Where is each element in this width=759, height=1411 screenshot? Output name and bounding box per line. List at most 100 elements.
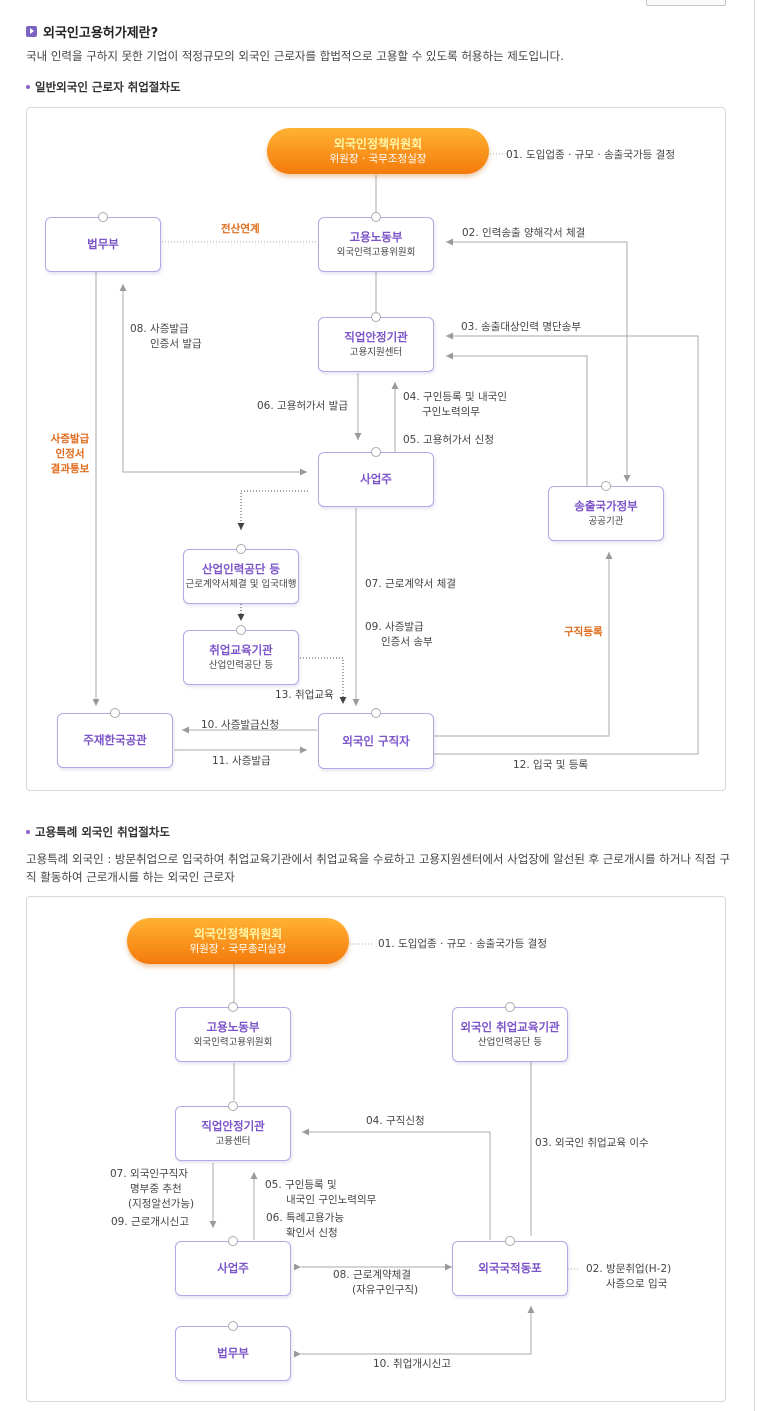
connector-dot — [236, 544, 246, 554]
s2-step-08-label-2: (자유구인구직) — [352, 1284, 419, 1296]
page-title-text: 외국인고용허가제란? — [43, 25, 159, 41]
s2-step-05-label-2: 내국인 구인노력의무 — [286, 1194, 377, 1206]
node-label: 고용노동부 — [206, 1020, 260, 1034]
step-06-label: 06. 고용허가서 발급 — [257, 400, 348, 412]
node-label: 법무부 — [87, 237, 119, 251]
node-label: 직업안정기관 — [201, 1119, 265, 1133]
step-08-label-1: 08. 사증발급 — [130, 323, 189, 335]
page-title: 외국인고용허가제란? — [26, 22, 159, 41]
s2-step-10-label: 10. 취업개시신고 — [373, 1358, 451, 1370]
node-label: 사업주 — [360, 472, 392, 486]
connector-dot — [371, 312, 381, 322]
s2-step-06-label-1: 06. 특례고용가능 — [266, 1212, 344, 1224]
step-01-label: 01. 도입업종 · 규모 · 송출국가등 결정 — [506, 149, 675, 161]
connector-dot — [505, 1002, 515, 1012]
node2-employer: 사업주 — [175, 1236, 291, 1296]
node-training-institute: 취업교육기관 산업인력공단 등 — [183, 625, 299, 685]
committee-sub: 위원장 · 국무총리실장 — [189, 943, 287, 955]
connector-dot — [505, 1236, 515, 1246]
node-sublabel: 외국인력고용위원회 — [193, 1037, 273, 1048]
arrow-s04-job-apply — [302, 1128, 491, 1240]
section1-heading-text: 일반외국인 근로자 취업절차도 — [35, 80, 181, 94]
section2-heading: 고용특례 외국인 취업절차도 — [26, 824, 170, 840]
step-05-label: 05. 고용허가서 신청 — [403, 434, 494, 446]
s2-step-02-label-1: 02. 방문취업(H-2) — [586, 1263, 672, 1275]
intro-text: 국내 인력을 구하지 못한 기업이 적정규모의 외국인 근로자를 합법적으로 고… — [26, 49, 564, 63]
arrow-job-registration — [434, 552, 613, 737]
node-sublabel: 공공기관 — [588, 516, 624, 527]
node-label: 직업안정기관 — [344, 330, 408, 344]
step-08-label-2: 인증서 발급 — [150, 338, 202, 350]
connector-dot — [371, 708, 381, 718]
node-label: 취업교육기관 — [209, 643, 273, 657]
step-02-label: 02. 인력송출 양해각서 체결 — [462, 227, 586, 239]
section1-heading: 일반외국인 근로자 취업절차도 — [26, 79, 181, 95]
node-employer: 사업주 — [318, 447, 434, 507]
node-foreign-jobseeker: 외국인 구직자 — [318, 708, 434, 769]
s2-step-07-label-1: 07. 외국인구직자 — [110, 1168, 188, 1180]
committee-title: 외국인정책위원회 — [193, 927, 283, 941]
node2-employment-center: 직업안정기관 고용센터 — [175, 1101, 291, 1161]
arrow-employer-to-hrd — [237, 490, 308, 530]
s2-step-04-label: 04. 구직신청 — [366, 1115, 425, 1127]
connector-dot — [228, 1101, 238, 1111]
arrow-s08-visa-cert — [119, 284, 307, 473]
node-label: 법무부 — [217, 1346, 249, 1360]
step-11-label: 11. 사증발급 — [212, 755, 271, 767]
arrow-box-icon — [26, 25, 37, 37]
arrow-s13-training — [300, 657, 347, 704]
connector-dot — [371, 212, 381, 222]
node2-justice-ministry: 법무부 — [175, 1321, 291, 1381]
node-label: 외국인 취업교육기관 — [460, 1020, 560, 1034]
visa-result-label-1: 사증발급 — [50, 433, 90, 445]
step-09-label-1: 09. 사증발급 — [365, 621, 424, 633]
bullet-icon — [26, 830, 30, 834]
section2-heading-text: 고용특례 외국인 취업절차도 — [35, 825, 170, 839]
step-03-label: 03. 송출대상인력 명단송부 — [461, 321, 581, 333]
step-09-label-2: 인증서 송부 — [381, 636, 433, 648]
step-10-label: 10. 사증발급신청 — [201, 719, 279, 731]
node-korean-embassy: 주재한국공관 — [57, 708, 173, 768]
s2-step-07-label-3: (지정알선가능) — [128, 1198, 195, 1210]
connector-dot — [228, 1321, 238, 1331]
section2-committee-node: 외국인정책위원회 위원장 · 국무총리실장 — [127, 918, 349, 964]
node-label: 외국인 구직자 — [342, 733, 410, 748]
node2-training-institute: 외국인 취업교육기관 산업인력공단 등 — [452, 1002, 568, 1062]
s2-step-09-label: 09. 근로개시신고 — [111, 1216, 189, 1228]
node-label: 주재한국공관 — [83, 733, 147, 747]
connector-dot — [228, 1236, 238, 1246]
node-sublabel: 고용센터 — [215, 1136, 251, 1147]
node-label: 송출국가정부 — [574, 499, 638, 513]
node-justice-ministry: 법무부 — [45, 212, 161, 272]
section2-description: 고용특례 외국인 : 방문취업으로 입국하여 취업교육기관에서 취업교육을 수료… — [26, 852, 731, 884]
connector-dot — [601, 481, 611, 491]
s2-step-08-label-1: 08. 근로계약체결 — [333, 1269, 411, 1281]
top-button[interactable] — [646, 0, 726, 6]
arrow-s10-work-report — [294, 1306, 535, 1358]
committee-sub: 위원장 · 국무조정실장 — [329, 153, 427, 165]
link-label: 전산연계 — [221, 223, 260, 235]
s2-step-02-label-2: 사증으로 입국 — [606, 1278, 668, 1290]
page-divider-line — [754, 0, 755, 1411]
committee-title: 외국인정책위원회 — [333, 137, 423, 151]
node-sending-government: 송출국가정부 공공기관 — [548, 481, 664, 541]
node-label: 외국국적동포 — [478, 1261, 542, 1275]
s2-step-01-label: 01. 도입업종 · 규모 · 송출국가등 결정 — [378, 938, 547, 950]
node-label: 사업주 — [217, 1261, 249, 1275]
s2-step-06-label-2: 확인서 신청 — [286, 1227, 338, 1239]
node-label: 고용노동부 — [349, 230, 403, 244]
node-sublabel: 산업인력공단 등 — [208, 660, 274, 671]
bullet-icon — [26, 85, 30, 89]
arrow-sending-to-center — [446, 352, 588, 486]
job-registration-label: 구직등록 — [564, 626, 603, 638]
connector-dot — [371, 447, 381, 457]
node-label: 산업인력공단 등 — [201, 562, 281, 576]
visa-result-label-2: 인정서 — [55, 448, 85, 460]
connector-dot — [228, 1002, 238, 1012]
connector-dot — [110, 708, 120, 718]
node-labor-ministry: 고용노동부 외국인력고용위원회 — [318, 212, 434, 272]
visa-result-label-3: 결과통보 — [50, 463, 90, 475]
node-hrd-korea: 산업인력공단 등 근로계약서체결 및 입국대행 — [183, 544, 299, 604]
node-employment-center: 직업안정기관 고용지원센터 — [318, 312, 434, 372]
